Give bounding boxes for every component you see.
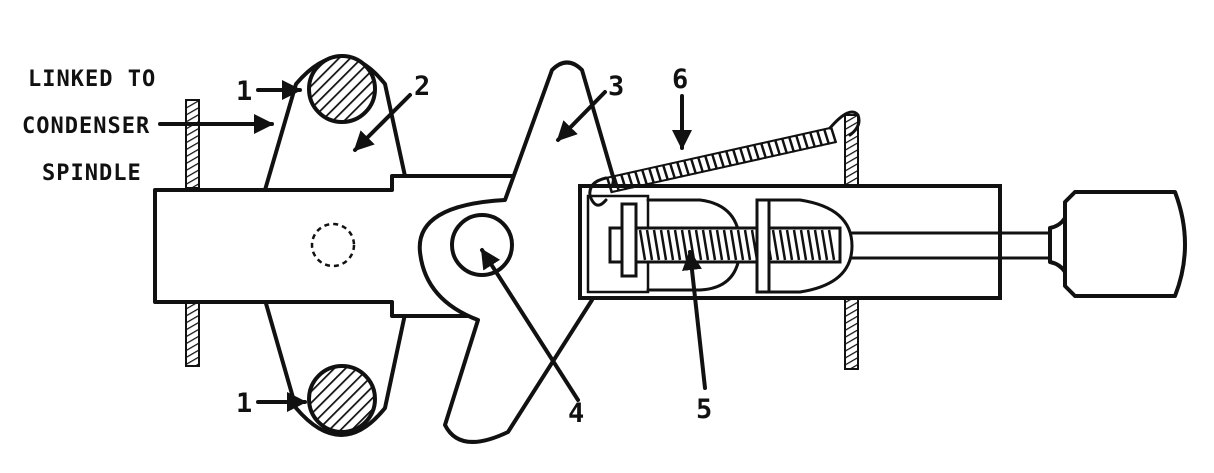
leader-3 — [556, 90, 607, 142]
label-linked-line3: SPINDLE — [42, 161, 142, 186]
label-5: 5 — [696, 394, 712, 425]
label-2: 2 — [414, 71, 430, 102]
label-linked-line2: CONDENSER — [22, 114, 150, 139]
cam-lever — [417, 60, 616, 444]
label-6: 6 — [672, 64, 688, 95]
pivot-bottom — [307, 364, 377, 434]
panel-wall-right — [844, 114, 859, 370]
tension-spring — [588, 110, 861, 207]
leader-4 — [480, 248, 580, 402]
pivot-top — [307, 54, 377, 124]
label-3: 3 — [608, 71, 624, 102]
label-linked-line1: LINKED TO — [28, 67, 156, 92]
threaded-rod — [608, 198, 842, 294]
leader-5 — [682, 250, 707, 390]
cam-pivot — [450, 213, 514, 277]
label-1-top: 1 — [236, 76, 252, 107]
label-4: 4 — [568, 398, 584, 429]
label-1-bottom: 1 — [236, 388, 252, 419]
leader-2 — [353, 93, 412, 152]
control-knob — [1063, 190, 1187, 298]
knob-shaft — [850, 216, 1067, 274]
hidden-hole — [310, 222, 356, 268]
